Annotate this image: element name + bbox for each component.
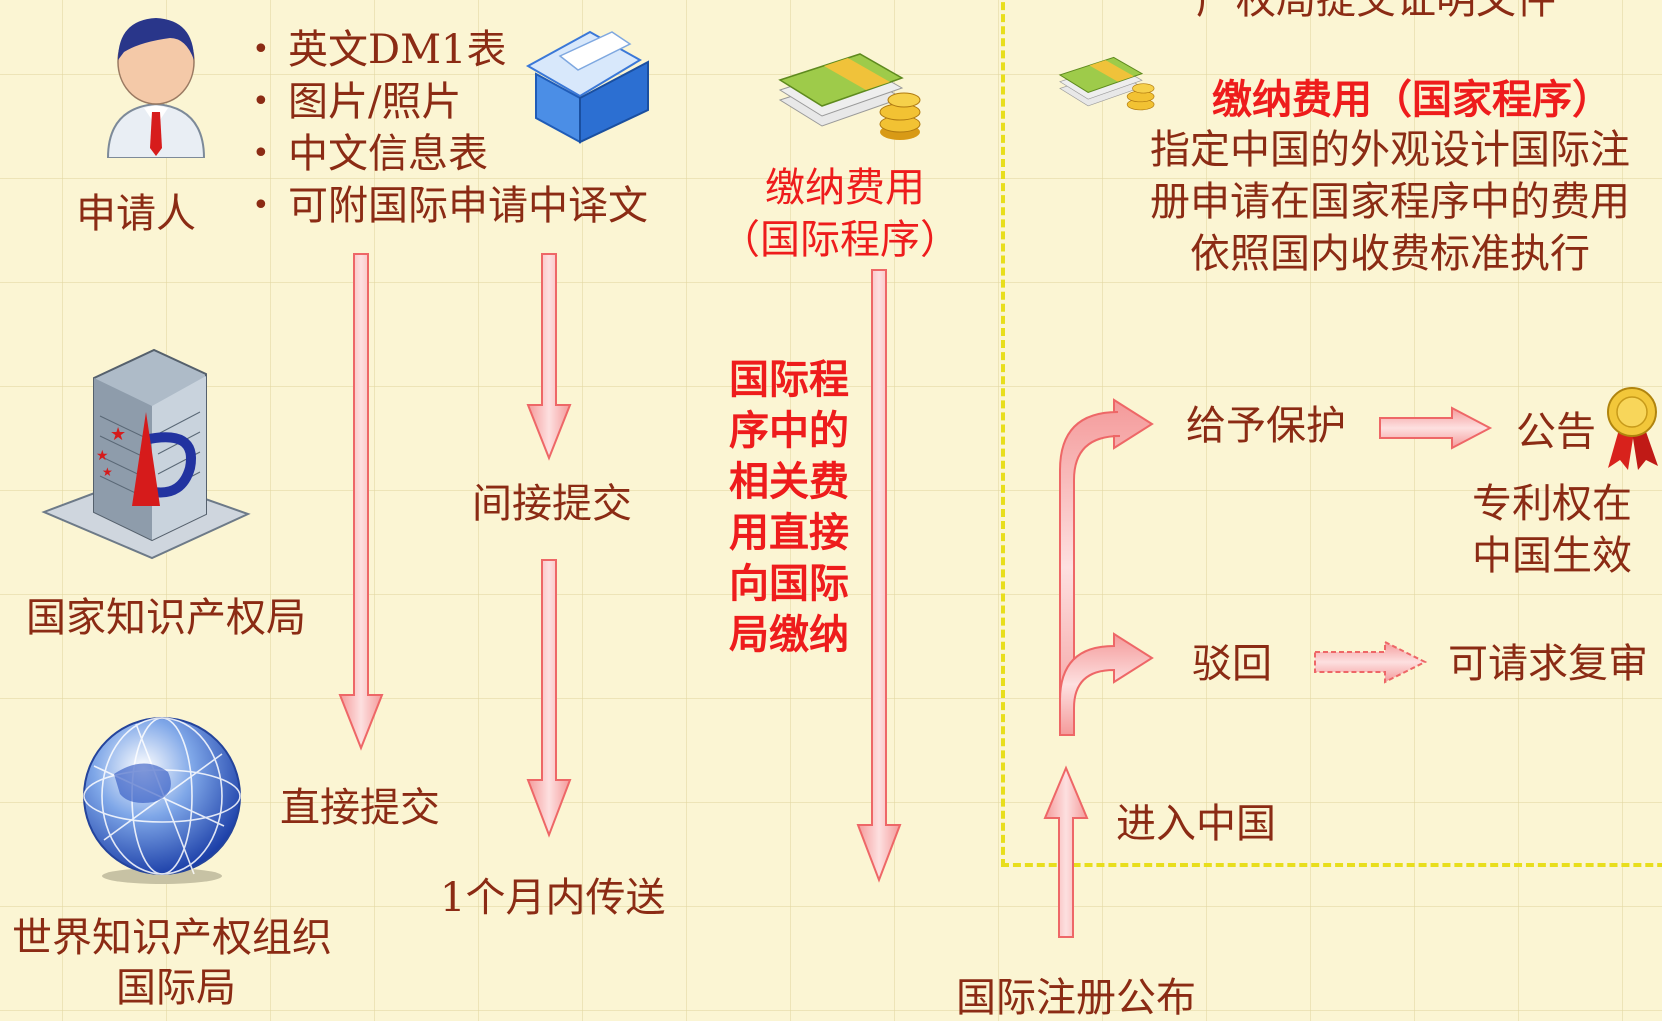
award-medal-icon bbox=[1607, 387, 1658, 470]
wipo-globe-icon bbox=[83, 717, 241, 884]
announcement-label: 公告 bbox=[1516, 409, 1596, 455]
fee-national-line2: 册申请在国家程序中的费用 bbox=[1150, 179, 1630, 225]
arrow-transfer bbox=[526, 559, 572, 838]
fee-national-title: 缴纳费用（国家程序） bbox=[1212, 76, 1612, 123]
direct-submit-label: 直接提交 bbox=[280, 785, 440, 831]
fee-national-line3: 依照国内收费标准执行 bbox=[1190, 231, 1590, 277]
arrow-indirect-submit bbox=[526, 253, 572, 461]
svg-text:★: ★ bbox=[110, 424, 126, 445]
patent-effective-line1: 专利权在 bbox=[1472, 481, 1632, 527]
reject-label: 驳回 bbox=[1192, 641, 1272, 687]
money-stack-icon bbox=[778, 53, 921, 140]
svg-text:★: ★ bbox=[96, 448, 109, 464]
fee-international-line1: 缴纳费用 bbox=[765, 165, 925, 211]
arrow-to-review bbox=[1314, 640, 1428, 684]
registration-publish-label: 国际注册公布 bbox=[956, 975, 1196, 1021]
arrow-enter-china bbox=[1043, 765, 1089, 938]
national-procedure-box bbox=[1001, 0, 1662, 867]
request-review-label: 可请求复审 bbox=[1448, 641, 1648, 687]
applicant-label: 申请人 bbox=[76, 191, 196, 237]
grant-protection-label: 给予保护 bbox=[1186, 403, 1346, 449]
arrow-reject-branch bbox=[1059, 632, 1154, 736]
transfer-within-label: 1个月内传送 bbox=[440, 875, 666, 921]
arrow-to-announcement bbox=[1379, 406, 1493, 450]
svg-text:★: ★ bbox=[102, 465, 113, 479]
indirect-submit-label: 间接提交 bbox=[472, 481, 632, 527]
document-item: 中文信息表 bbox=[250, 128, 648, 180]
patent-effective-line2: 中国生效 bbox=[1472, 533, 1632, 579]
money-stack-small-icon bbox=[1058, 56, 1155, 111]
wipo-label-line1: 世界知识产权组织 bbox=[12, 915, 332, 961]
cnipa-building-icon: ★ ★ ★ bbox=[41, 348, 251, 560]
enter-china-label: 进入中国 bbox=[1116, 801, 1276, 847]
documents-list: 英文DM1表 图片/照片 中文信息表 可附国际申请中译文 bbox=[250, 24, 648, 232]
fee-international-line2: （国际程序） bbox=[720, 217, 960, 263]
arrow-direct-submit bbox=[338, 253, 384, 751]
document-item: 可附国际申请中译文 bbox=[250, 180, 648, 232]
applicant-person-icon bbox=[106, 18, 206, 158]
document-item: 图片/照片 bbox=[250, 76, 648, 128]
fee-note-text: 国际程序中的相关费用直接向国际局缴纳 bbox=[729, 356, 849, 658]
top-right-partial-text: 产权局提交证明文件 bbox=[1196, 0, 1556, 23]
fee-national-line1: 指定中国的外观设计国际注 bbox=[1150, 127, 1630, 173]
document-item: 英文DM1表 bbox=[250, 24, 648, 76]
wipo-label-line2: 国际局 bbox=[116, 965, 236, 1011]
arrow-fee-international bbox=[856, 269, 902, 883]
cnipa-label: 国家知识产权局 bbox=[26, 595, 306, 641]
